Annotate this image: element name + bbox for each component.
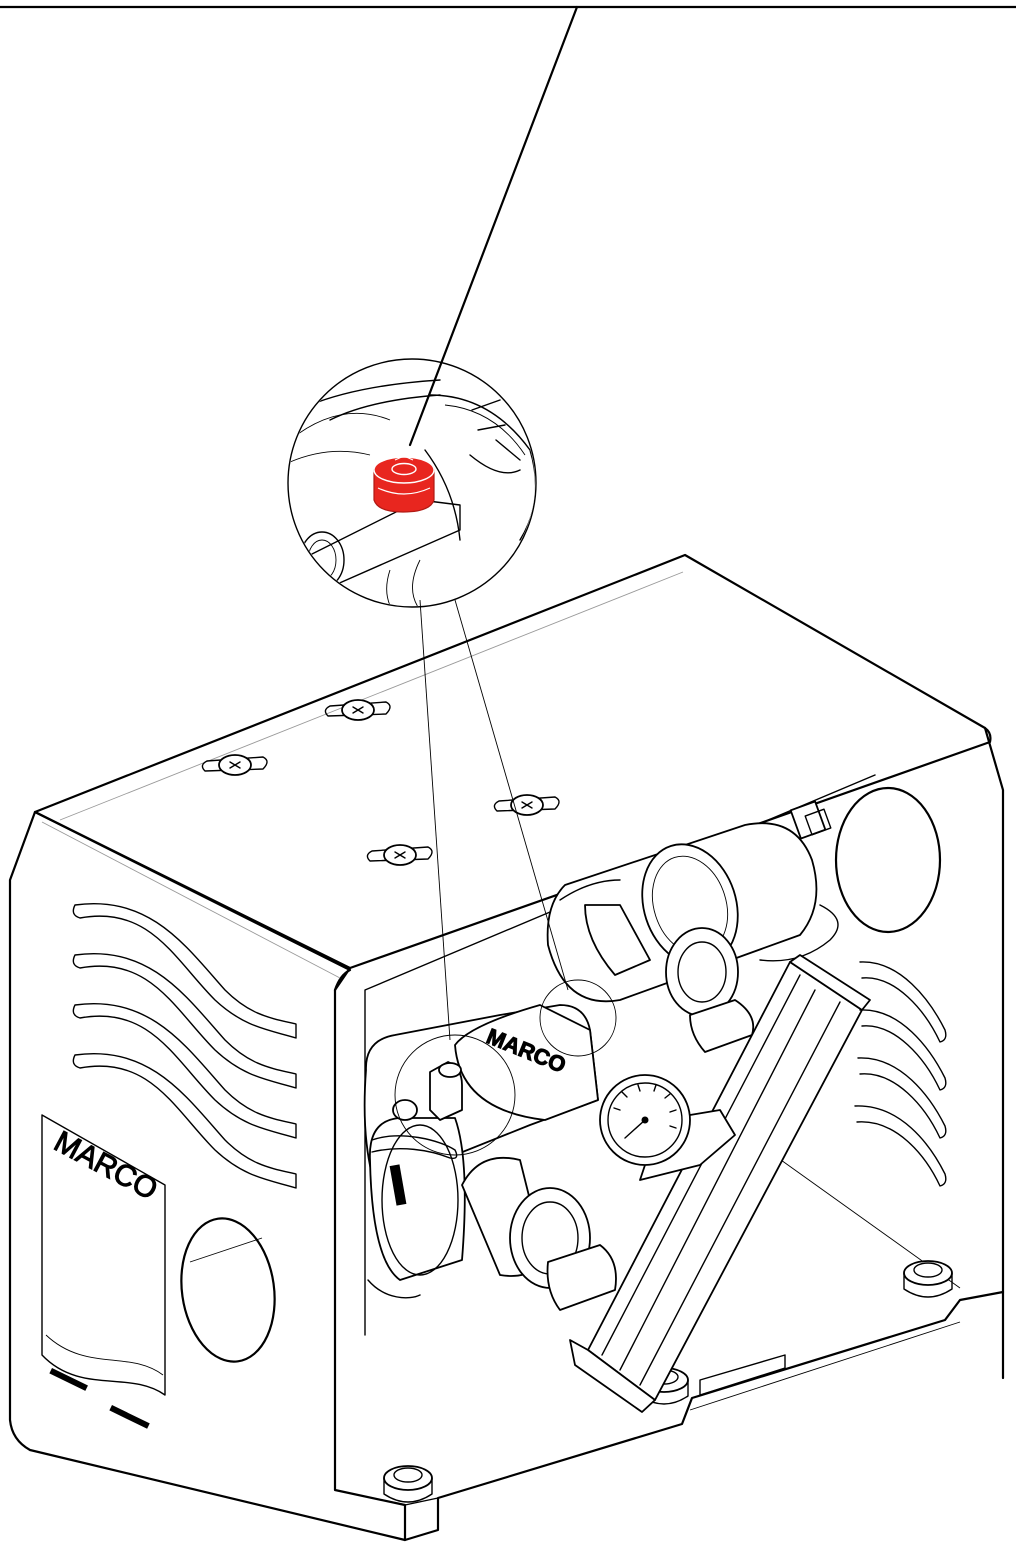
detail-source-circle-rear (539, 979, 617, 1057)
screw-2 (324, 699, 391, 721)
brand-label-plate: MARCO (41, 1114, 166, 1429)
label-mark-left (49, 1367, 88, 1391)
leader-line (408, 5, 579, 447)
rear-connector (789, 800, 832, 840)
gauge-ticks (613, 1084, 677, 1129)
detail-source-circle-front (394, 1034, 516, 1156)
pressure-gauge (599, 1074, 736, 1181)
foot-rear-right (903, 1260, 953, 1298)
brand-label-text: MARCO (49, 1125, 163, 1207)
front-pump: MARCO (363, 1004, 617, 1311)
vent-slots (72, 903, 297, 1189)
rear-opening (834, 786, 942, 934)
side-cable-hole (180, 1217, 276, 1363)
foot-front-left (383, 1465, 433, 1503)
rear-pump (546, 822, 839, 1053)
highlighted-part (373, 455, 435, 513)
screw-1 (201, 754, 268, 776)
screw-4 (366, 844, 433, 866)
detail-magnifier (287, 358, 617, 1156)
right-tubes (854, 961, 947, 1187)
housing-left-panel: MARCO (8, 810, 407, 1542)
housing-right-edge (333, 726, 1005, 1542)
pump-side-label (389, 1164, 407, 1206)
top-screws (201, 699, 560, 866)
label-mark-right (109, 1405, 150, 1429)
screw-3 (493, 794, 560, 816)
